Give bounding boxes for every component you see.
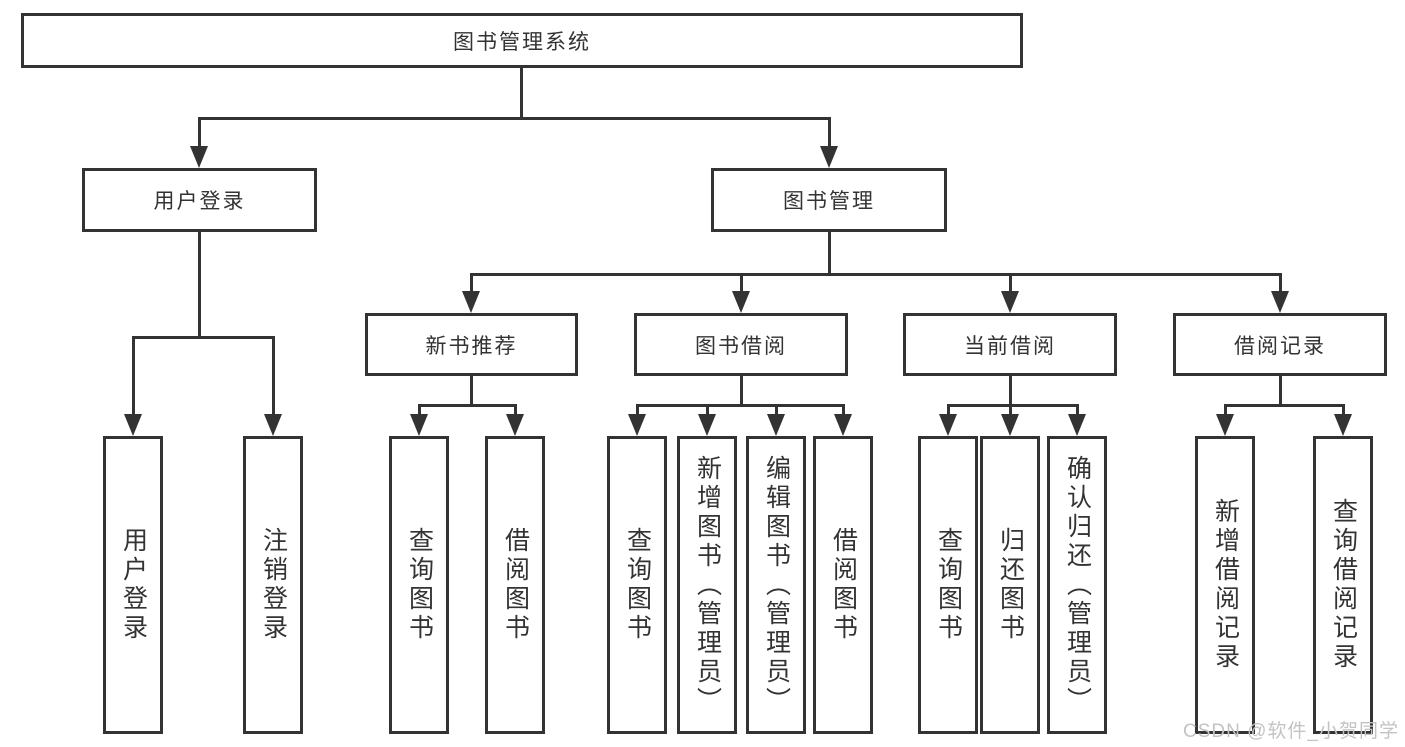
node-label: 借阅图书 [501, 527, 530, 643]
node-label: 编辑图书（管理员） [762, 454, 791, 716]
connector-vline [1009, 404, 1012, 418]
csdn-watermark: CSDN @软件_小贺同学 [1183, 721, 1399, 742]
connector-vline [514, 404, 517, 418]
connector-hline [132, 336, 275, 339]
leaf-add-books-admin: 新增图书（管理员） [677, 436, 737, 734]
node-label: 新增借阅记录 [1211, 498, 1240, 672]
arrow-down-icon [698, 414, 716, 436]
connector-hline [947, 404, 1079, 407]
connector-vline [198, 231, 201, 337]
arrow-down-icon [820, 146, 838, 168]
leaf-borrow-books-recommend: 借阅图书 [485, 436, 545, 734]
node-label: 注销登录 [259, 527, 288, 643]
node-book-borrow: 图书借阅 [634, 313, 848, 376]
connector-vline [1009, 273, 1012, 295]
connector-vline [418, 404, 421, 418]
connector-hline [198, 117, 831, 120]
connector-vline [1342, 404, 1345, 418]
connector-vline [470, 273, 473, 295]
arrow-down-icon [190, 146, 208, 168]
leaf-query-books-recommend: 查询图书 [389, 436, 449, 734]
connector-vline [842, 404, 845, 418]
node-label: 新增图书（管理员） [693, 454, 722, 716]
connector-vline [1224, 404, 1227, 418]
node-label: 查询图书 [405, 527, 434, 643]
leaf-confirm-return-admin: 确认归还（管理员） [1047, 436, 1107, 734]
arrow-down-icon [732, 291, 750, 313]
connector-vline [132, 336, 135, 418]
node-label: 图书借阅 [695, 334, 787, 358]
node-label: 图书管理 [783, 190, 875, 213]
leaf-query-books-borrow: 查询图书 [607, 436, 667, 734]
connector-vline [520, 68, 523, 118]
arrow-down-icon [628, 414, 646, 436]
arrow-down-icon [506, 414, 524, 436]
node-user-login: 用户登录 [82, 168, 317, 232]
connector-vline [706, 404, 709, 418]
connector-vline [947, 404, 950, 418]
arrow-down-icon [1271, 291, 1289, 313]
connector-hline [636, 404, 845, 407]
arrow-down-icon [462, 291, 480, 313]
connector-vline [828, 231, 831, 274]
connector-vline [1076, 404, 1079, 418]
node-borrow-records: 借阅记录 [1173, 313, 1387, 376]
leaf-borrow-books: 借阅图书 [813, 436, 873, 734]
arrow-down-icon [1216, 414, 1234, 436]
node-label: 借阅记录 [1234, 334, 1326, 358]
node-label: 新书推荐 [425, 334, 518, 358]
node-label: 查询图书 [934, 527, 963, 643]
node-label: 确认归还（管理员） [1063, 454, 1092, 716]
leaf-user-login: 用户登录 [103, 436, 163, 734]
node-label: 借阅图书 [829, 527, 858, 643]
node-label: 归还图书 [996, 527, 1025, 643]
arrow-down-icon [767, 414, 785, 436]
connector-hline [470, 273, 1282, 276]
arrow-down-icon [1001, 414, 1019, 436]
leaf-query-books-current: 查询图书 [918, 436, 978, 734]
arrow-down-icon [410, 414, 428, 436]
arrow-down-icon [124, 414, 142, 436]
connector-vline [828, 117, 831, 150]
connector-vline [740, 375, 743, 405]
node-label: 用户登录 [153, 190, 246, 213]
arrow-down-icon [1068, 414, 1086, 436]
connector-vline [1279, 375, 1282, 405]
connector-vline [740, 273, 743, 295]
connector-vline [775, 404, 778, 418]
leaf-edit-books-admin: 编辑图书（管理员） [746, 436, 806, 734]
connector-vline [636, 404, 639, 418]
arrow-down-icon [1334, 414, 1352, 436]
node-root-library-system: 图书管理系统 [21, 13, 1023, 68]
arrow-down-icon [834, 414, 852, 436]
node-label: 查询借阅记录 [1329, 498, 1358, 672]
leaf-query-borrow-record: 查询借阅记录 [1313, 436, 1373, 734]
leaf-return-books: 归还图书 [980, 436, 1040, 734]
connector-hline [418, 404, 517, 407]
node-label: 用户登录 [119, 527, 148, 643]
node-book-management: 图书管理 [711, 168, 947, 232]
node-label: 图书管理系统 [453, 30, 591, 54]
leaf-logout: 注销登录 [243, 436, 303, 734]
connector-vline [1009, 375, 1012, 405]
connector-vline [470, 375, 473, 405]
arrow-down-icon [1001, 291, 1019, 313]
node-label: 当前借阅 [964, 334, 1056, 358]
leaf-add-borrow-record: 新增借阅记录 [1195, 436, 1255, 734]
node-current-borrow: 当前借阅 [903, 313, 1117, 376]
node-label: 查询图书 [623, 527, 652, 643]
connector-vline [1279, 273, 1282, 295]
connector-hline [1224, 404, 1345, 407]
arrow-down-icon [939, 414, 957, 436]
arrow-down-icon [264, 414, 282, 436]
node-new-book-recommend: 新书推荐 [365, 313, 578, 376]
connector-vline [198, 117, 201, 150]
connector-vline [272, 336, 275, 418]
